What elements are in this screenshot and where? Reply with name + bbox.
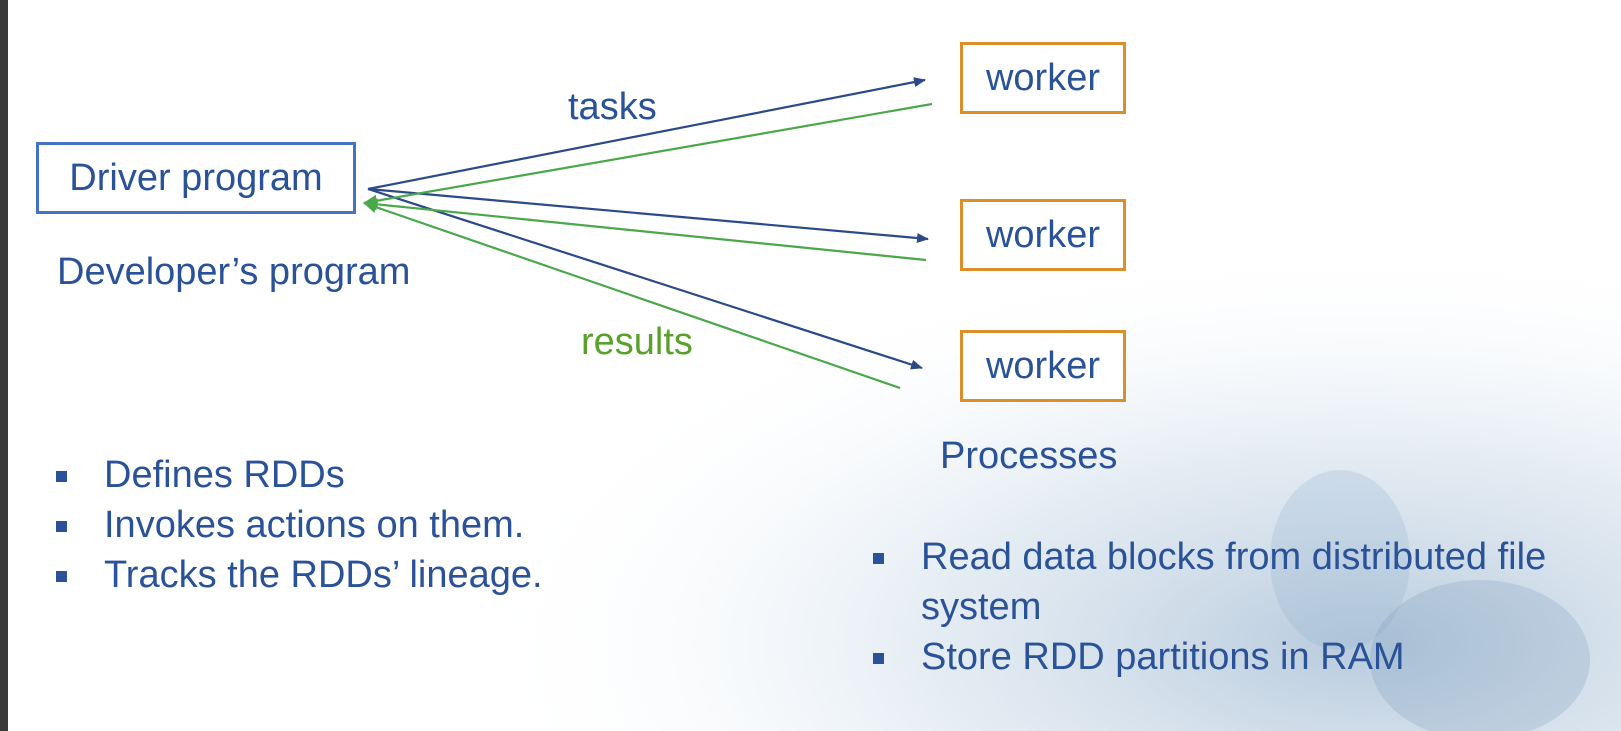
task-arrow-1	[367, 77, 926, 191]
workers-caption: Processes	[940, 435, 1118, 477]
driver-caption: Developer’s program	[57, 251, 411, 293]
task-arrow-2	[367, 187, 929, 244]
result-arrow-1	[363, 102, 933, 207]
task-arrow-3	[367, 187, 923, 370]
driver-program-box: Driver program	[36, 142, 356, 214]
bullet-item: Tracks the RDDs’ lineage.	[56, 550, 696, 600]
driver-bullet-list: Defines RDDs Invokes actions on them. Tr…	[56, 450, 696, 600]
bullet-square-icon	[56, 471, 67, 482]
bullet-text: Store RDD partitions in RAM	[921, 636, 1405, 678]
bullet-text: Read data blocks from distributed file s…	[921, 536, 1547, 628]
tasks-label: tasks	[568, 86, 657, 128]
worker-bullet-list: Read data blocks from distributed file s…	[873, 532, 1573, 682]
bullet-square-icon	[56, 521, 67, 532]
result-arrow-2	[363, 198, 927, 262]
bullet-item: Defines RDDs	[56, 450, 696, 500]
results-label: results	[581, 321, 693, 363]
bullet-text: Invokes actions on them.	[104, 504, 525, 546]
bullet-square-icon	[56, 571, 67, 582]
result-arrow-3	[363, 201, 901, 390]
bullet-square-icon	[873, 553, 884, 564]
bullet-text: Tracks the RDDs’ lineage.	[104, 554, 543, 596]
left-window-edge	[0, 0, 8, 731]
bullet-item: Invokes actions on them.	[56, 500, 696, 550]
worker-box-3: worker	[960, 330, 1126, 402]
bullet-square-icon	[873, 653, 884, 664]
bullet-text: Defines RDDs	[104, 454, 345, 496]
bullet-item: Read data blocks from distributed file s…	[873, 532, 1573, 632]
bullet-item: Store RDD partitions in RAM	[873, 632, 1573, 682]
worker-box-2: worker	[960, 199, 1126, 271]
worker-box-1: worker	[960, 42, 1126, 114]
